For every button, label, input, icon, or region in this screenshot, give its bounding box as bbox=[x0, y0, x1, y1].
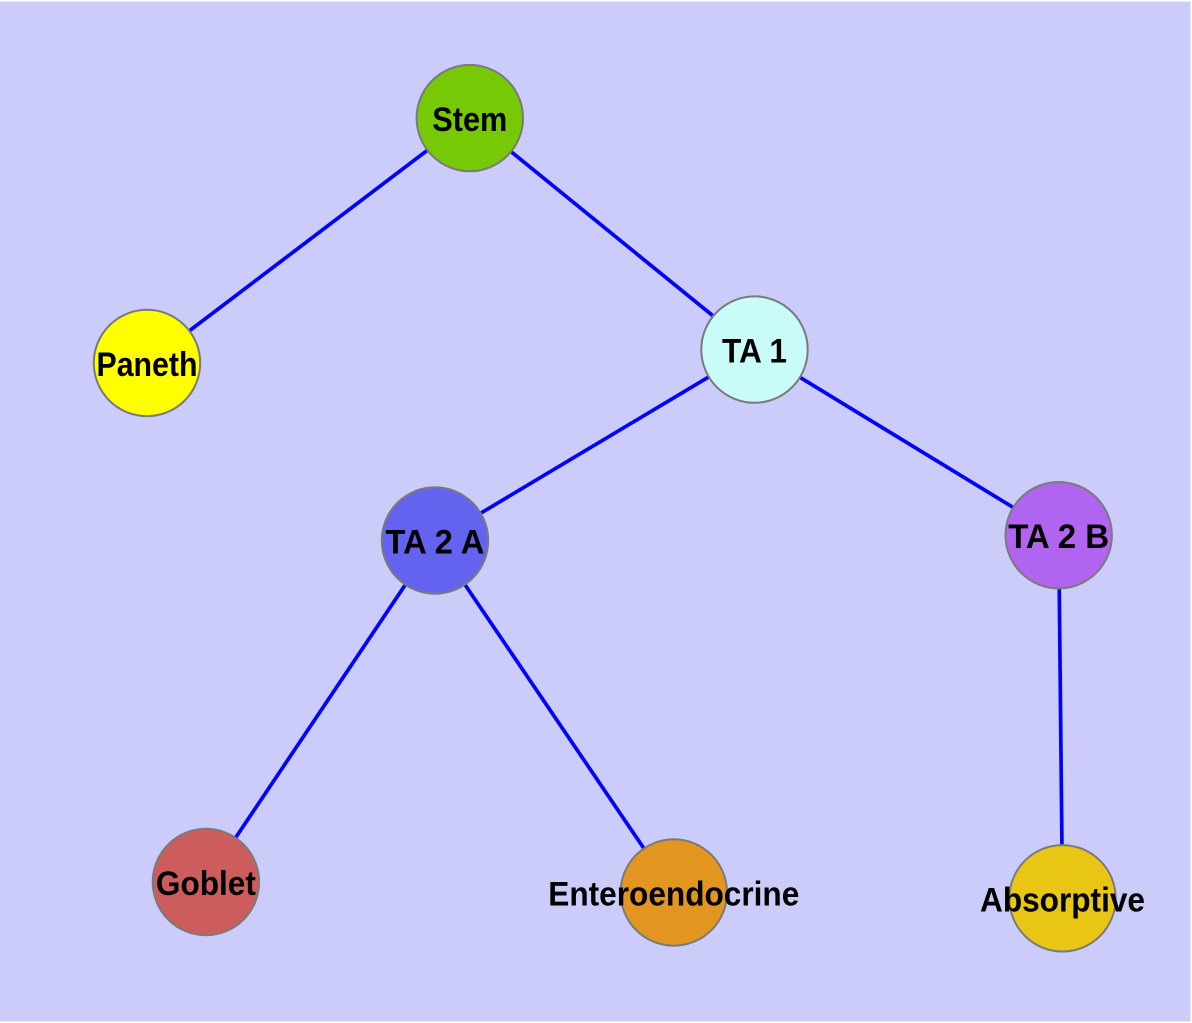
node-label-ta2b: TA 2 B bbox=[1008, 518, 1109, 556]
node-label-ta1: TA 1 bbox=[722, 333, 787, 371]
edge-ta2a-enteroendocrine bbox=[433, 539, 676, 894]
node-label-stem: Stem bbox=[432, 101, 507, 139]
edge-ta2b-absorptive bbox=[1056, 535, 1065, 899]
node-circle-ta2a bbox=[380, 486, 490, 595]
node-label-ta2a: TA 2 A bbox=[386, 524, 485, 562]
edge-ta1-ta2a bbox=[434, 348, 756, 543]
edges-layer bbox=[145, 116, 1065, 899]
edge-ta1-ta2b bbox=[753, 348, 1060, 537]
node-circle-ta1 bbox=[700, 295, 809, 404]
node-label-goblet: Goblet bbox=[156, 865, 256, 903]
node-circle-absorptive bbox=[1008, 844, 1117, 953]
nodes-layer bbox=[92, 63, 1117, 953]
node-circle-goblet bbox=[151, 827, 261, 937]
node-circle-stem bbox=[415, 63, 524, 173]
node-label-absorptive: Absorptive bbox=[980, 881, 1145, 919]
node-circle-enteroendocrine bbox=[619, 838, 728, 947]
edge-stem-paneth bbox=[145, 116, 471, 365]
edge-ta2a-goblet bbox=[204, 539, 437, 884]
node-label-paneth: Paneth bbox=[97, 346, 198, 384]
node-circle-ta2b bbox=[1004, 481, 1113, 590]
node-label-enteroendocrine: Enteroendocrine bbox=[548, 876, 799, 914]
edge-stem-ta1 bbox=[468, 116, 756, 352]
node-circle-paneth bbox=[92, 308, 202, 418]
